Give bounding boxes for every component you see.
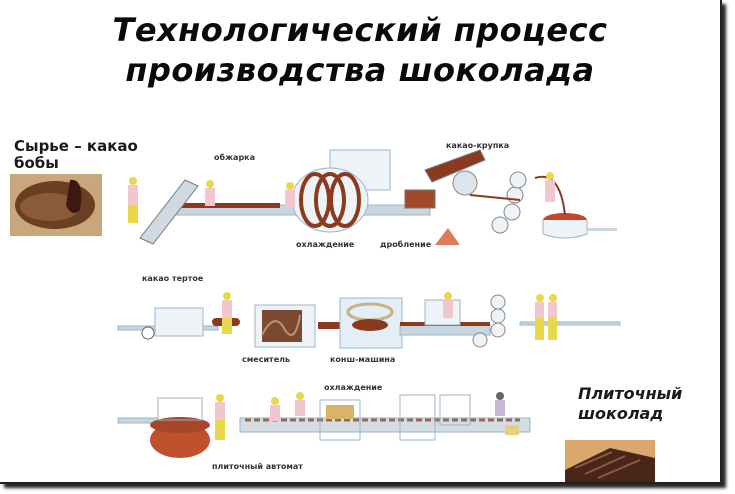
title-line-2: производства шоколада [125, 51, 595, 89]
tempering-kettle [150, 397, 210, 458]
row-1-line [128, 149, 617, 245]
stage-cooling-2: охлаждение [324, 383, 383, 392]
raw-material-label: Сырье – какао бобы [14, 137, 138, 172]
workers-row-2 [222, 292, 557, 340]
workers-row-3 [215, 392, 505, 440]
stage-molding: плиточный автомат [212, 462, 303, 471]
cooling-chamber [319, 399, 361, 441]
roller-mill [469, 171, 527, 234]
crusher [404, 149, 486, 245]
stage-roasting: обжарка [214, 153, 255, 162]
liquor-tanks [141, 307, 204, 340]
chocolate-bar-photo [565, 440, 655, 482]
wrapping-machine [399, 394, 519, 441]
stage-cocoa-nibs: какао-крупка [446, 141, 510, 150]
stage-mixer: смеситель [242, 355, 291, 364]
title-line-1: Технологический процесс [112, 11, 608, 49]
final-product-label: Плиточный шоколад [578, 384, 683, 423]
refiner-rollers [472, 294, 506, 348]
tempering-conveyor [399, 299, 491, 336]
inclined-conveyor [139, 179, 199, 245]
roasting-drum-coil [291, 149, 391, 233]
mixer-machine [254, 304, 316, 348]
stage-cooling-1: охлаждение [296, 240, 355, 249]
conche-machine [339, 297, 403, 349]
molding-conveyor [239, 417, 531, 433]
stage-crushing: дробление [380, 240, 432, 249]
slide-title: Технологический процесс производства шок… [0, 10, 720, 90]
row-3-line [117, 392, 531, 458]
slide-frame [0, 0, 722, 484]
stage-cocoa-liquor: какао тертое [142, 274, 204, 283]
row-2-line [117, 292, 621, 349]
workers-row-1 [128, 172, 555, 223]
stage-conche: конш-машина [330, 355, 396, 364]
cocoa-beans-photo [10, 174, 102, 236]
